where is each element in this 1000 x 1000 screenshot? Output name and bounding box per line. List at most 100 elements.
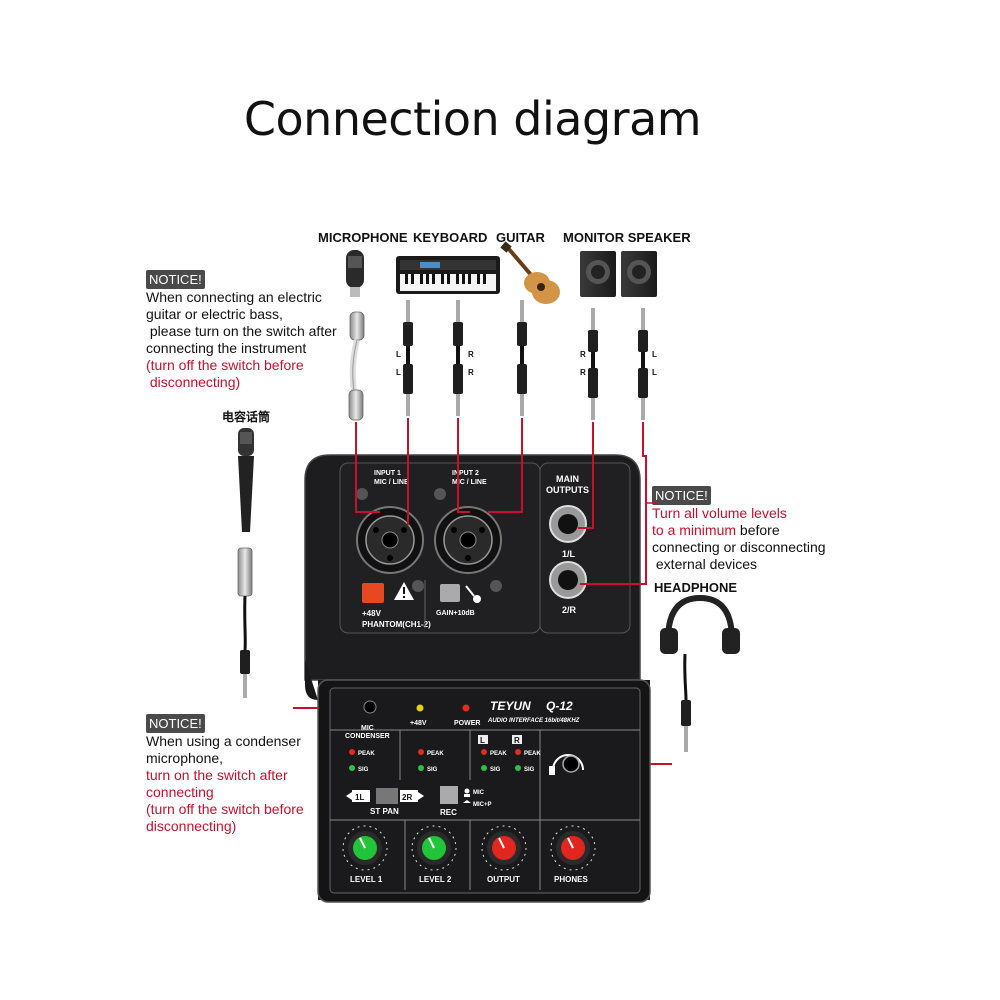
condenser-mic-cn-label: 电容话筒 [222, 410, 271, 424]
peak-label: PEAK [490, 751, 507, 757]
sig-label: SIG [358, 767, 369, 773]
notice-text-warning: connecting [146, 784, 214, 800]
input-2-combo-jack[interactable] [434, 488, 502, 592]
xlr-cable [348, 311, 365, 421]
notice-guitar: NOTICE! When connecting an electric guit… [146, 270, 346, 391]
level-2-knob[interactable] [411, 825, 457, 871]
mic-condenser-label: MIC [361, 725, 374, 732]
keyboard-l-cable [403, 300, 413, 416]
mic-p-label: MIC+P [473, 802, 492, 808]
main-outputs-label: MAIN [556, 474, 579, 484]
output-label: OUTPUT [487, 875, 520, 884]
power-led-label: POWER [454, 720, 480, 727]
notice-text-warning: disconnecting) [146, 818, 237, 834]
speaker-r-cable [588, 308, 598, 420]
notice-text-warning: Turn all volume levels [652, 505, 787, 521]
headphone-jack[interactable] [549, 754, 584, 775]
cable-mark-l: L [396, 368, 401, 377]
input-1-mic-line-label: MIC / LINE [374, 479, 409, 486]
headphone-label: HEADPHONE [654, 580, 738, 595]
main-output-1l-jack[interactable] [549, 505, 587, 543]
notice-volume: NOTICE! Turn all volume levels to a mini… [652, 486, 842, 573]
level-1-knob[interactable] [342, 825, 388, 871]
notice-text: When using a condenser [146, 733, 301, 749]
sig-label: SIG [524, 767, 535, 773]
mic-label: MIC [473, 790, 485, 796]
peak-label: PEAK [427, 751, 444, 757]
phones-knob[interactable] [550, 825, 596, 871]
channel-meters [349, 749, 521, 771]
main-output-2r-jack[interactable] [549, 561, 587, 599]
notice-text: connecting or disconnecting [652, 539, 826, 555]
headphone-cable [681, 653, 691, 752]
phantom-power-button[interactable] [362, 583, 384, 603]
notice-text: When connecting an electric [146, 289, 322, 305]
device-subtitle: AUDIO INTERFACE 16bit/48KHZ [487, 718, 580, 724]
phones-label: PHONES [554, 875, 588, 884]
phantom-led-label: +48V [410, 720, 427, 727]
input-2-label: INPUT 2 [452, 470, 479, 477]
notice-tag: NOTICE! [146, 714, 205, 733]
cable-mark-r: R [580, 350, 586, 359]
notice-text-warning: (turn off the switch before [146, 357, 304, 373]
level-2-label: LEVEL 2 [419, 875, 452, 884]
output-1l-label: 1/L [562, 549, 576, 559]
notice-text: connecting the instrument [146, 340, 307, 356]
diagram-title: Connection diagram [243, 92, 702, 146]
cable-mark-l: L [396, 350, 401, 359]
acoustic-guitar-icon [500, 241, 560, 304]
notice-text-warning: turn on the switch after [146, 767, 288, 783]
cable-mark-r: R [468, 368, 474, 377]
output-knob[interactable] [481, 825, 527, 871]
notice-text: microphone, [146, 750, 224, 766]
st-pan-label: ST PAN [370, 807, 399, 816]
brand-logo: TEYUN [490, 699, 531, 713]
pan-2r-label: 2R [402, 793, 412, 802]
notice-text-warning: (turn off the switch before [146, 801, 304, 817]
notice-text: external devices [652, 556, 758, 572]
condenser-microphone-icon [238, 428, 254, 532]
cable-mark-r: R [468, 350, 474, 359]
notice-text-warning: to a minimum [652, 522, 737, 538]
rec-label: REC [440, 808, 457, 817]
notice-text: please turn on the switch after [146, 323, 337, 339]
meter-r-label: R [514, 736, 520, 745]
monitor-speaker-label: MONITOR SPEAKER [563, 230, 691, 245]
mic-phantom-icon [463, 800, 471, 803]
input-2-mic-line-label: MIC / LINE [452, 479, 487, 486]
meter-l-label: L [480, 736, 485, 745]
notice-tag: NOTICE! [146, 270, 205, 289]
notice-tag: NOTICE! [652, 486, 711, 505]
monitor-speaker-icon [580, 251, 657, 297]
cable-mark-l: L [652, 368, 657, 377]
level-1-label: LEVEL 1 [350, 875, 383, 884]
power-led [462, 704, 470, 712]
gain-button[interactable] [440, 584, 460, 602]
sig-label: SIG [490, 767, 501, 773]
studio-microphone-icon [346, 250, 364, 297]
headphone-icon [660, 594, 740, 654]
cable-mark-r: R [580, 368, 586, 377]
input-1-combo-jack[interactable] [356, 488, 424, 592]
gain-label: GAIN+10dB [436, 610, 475, 617]
phantom-48v-label: +48V [362, 609, 382, 618]
condenser-mic-cable [237, 547, 253, 698]
model-label: Q-12 [546, 699, 573, 713]
notice-text: before [736, 522, 780, 538]
peak-label: PEAK [524, 751, 541, 757]
phantom-label: PHANTOM(CH1-2) [362, 620, 431, 629]
sig-label: SIG [427, 767, 438, 773]
peak-label: PEAK [358, 751, 375, 757]
speaker-l-cable [638, 308, 648, 420]
pan-1l-label: 1L [355, 793, 364, 802]
mic-condenser-label: CONDENSER [345, 733, 390, 740]
rec-switch[interactable] [440, 786, 458, 804]
st-pan-switch[interactable] [346, 788, 424, 804]
mic-condenser-switch[interactable] [363, 700, 377, 714]
mic-icon [464, 788, 470, 797]
keyboard-r-cable [453, 300, 463, 416]
notice-condenser: NOTICE! When using a condenser microphon… [146, 714, 321, 835]
audio-interface-control-panel [305, 660, 651, 903]
main-outputs-label: OUTPUTS [546, 485, 589, 495]
microphone-label: MICROPHONE [318, 230, 408, 245]
